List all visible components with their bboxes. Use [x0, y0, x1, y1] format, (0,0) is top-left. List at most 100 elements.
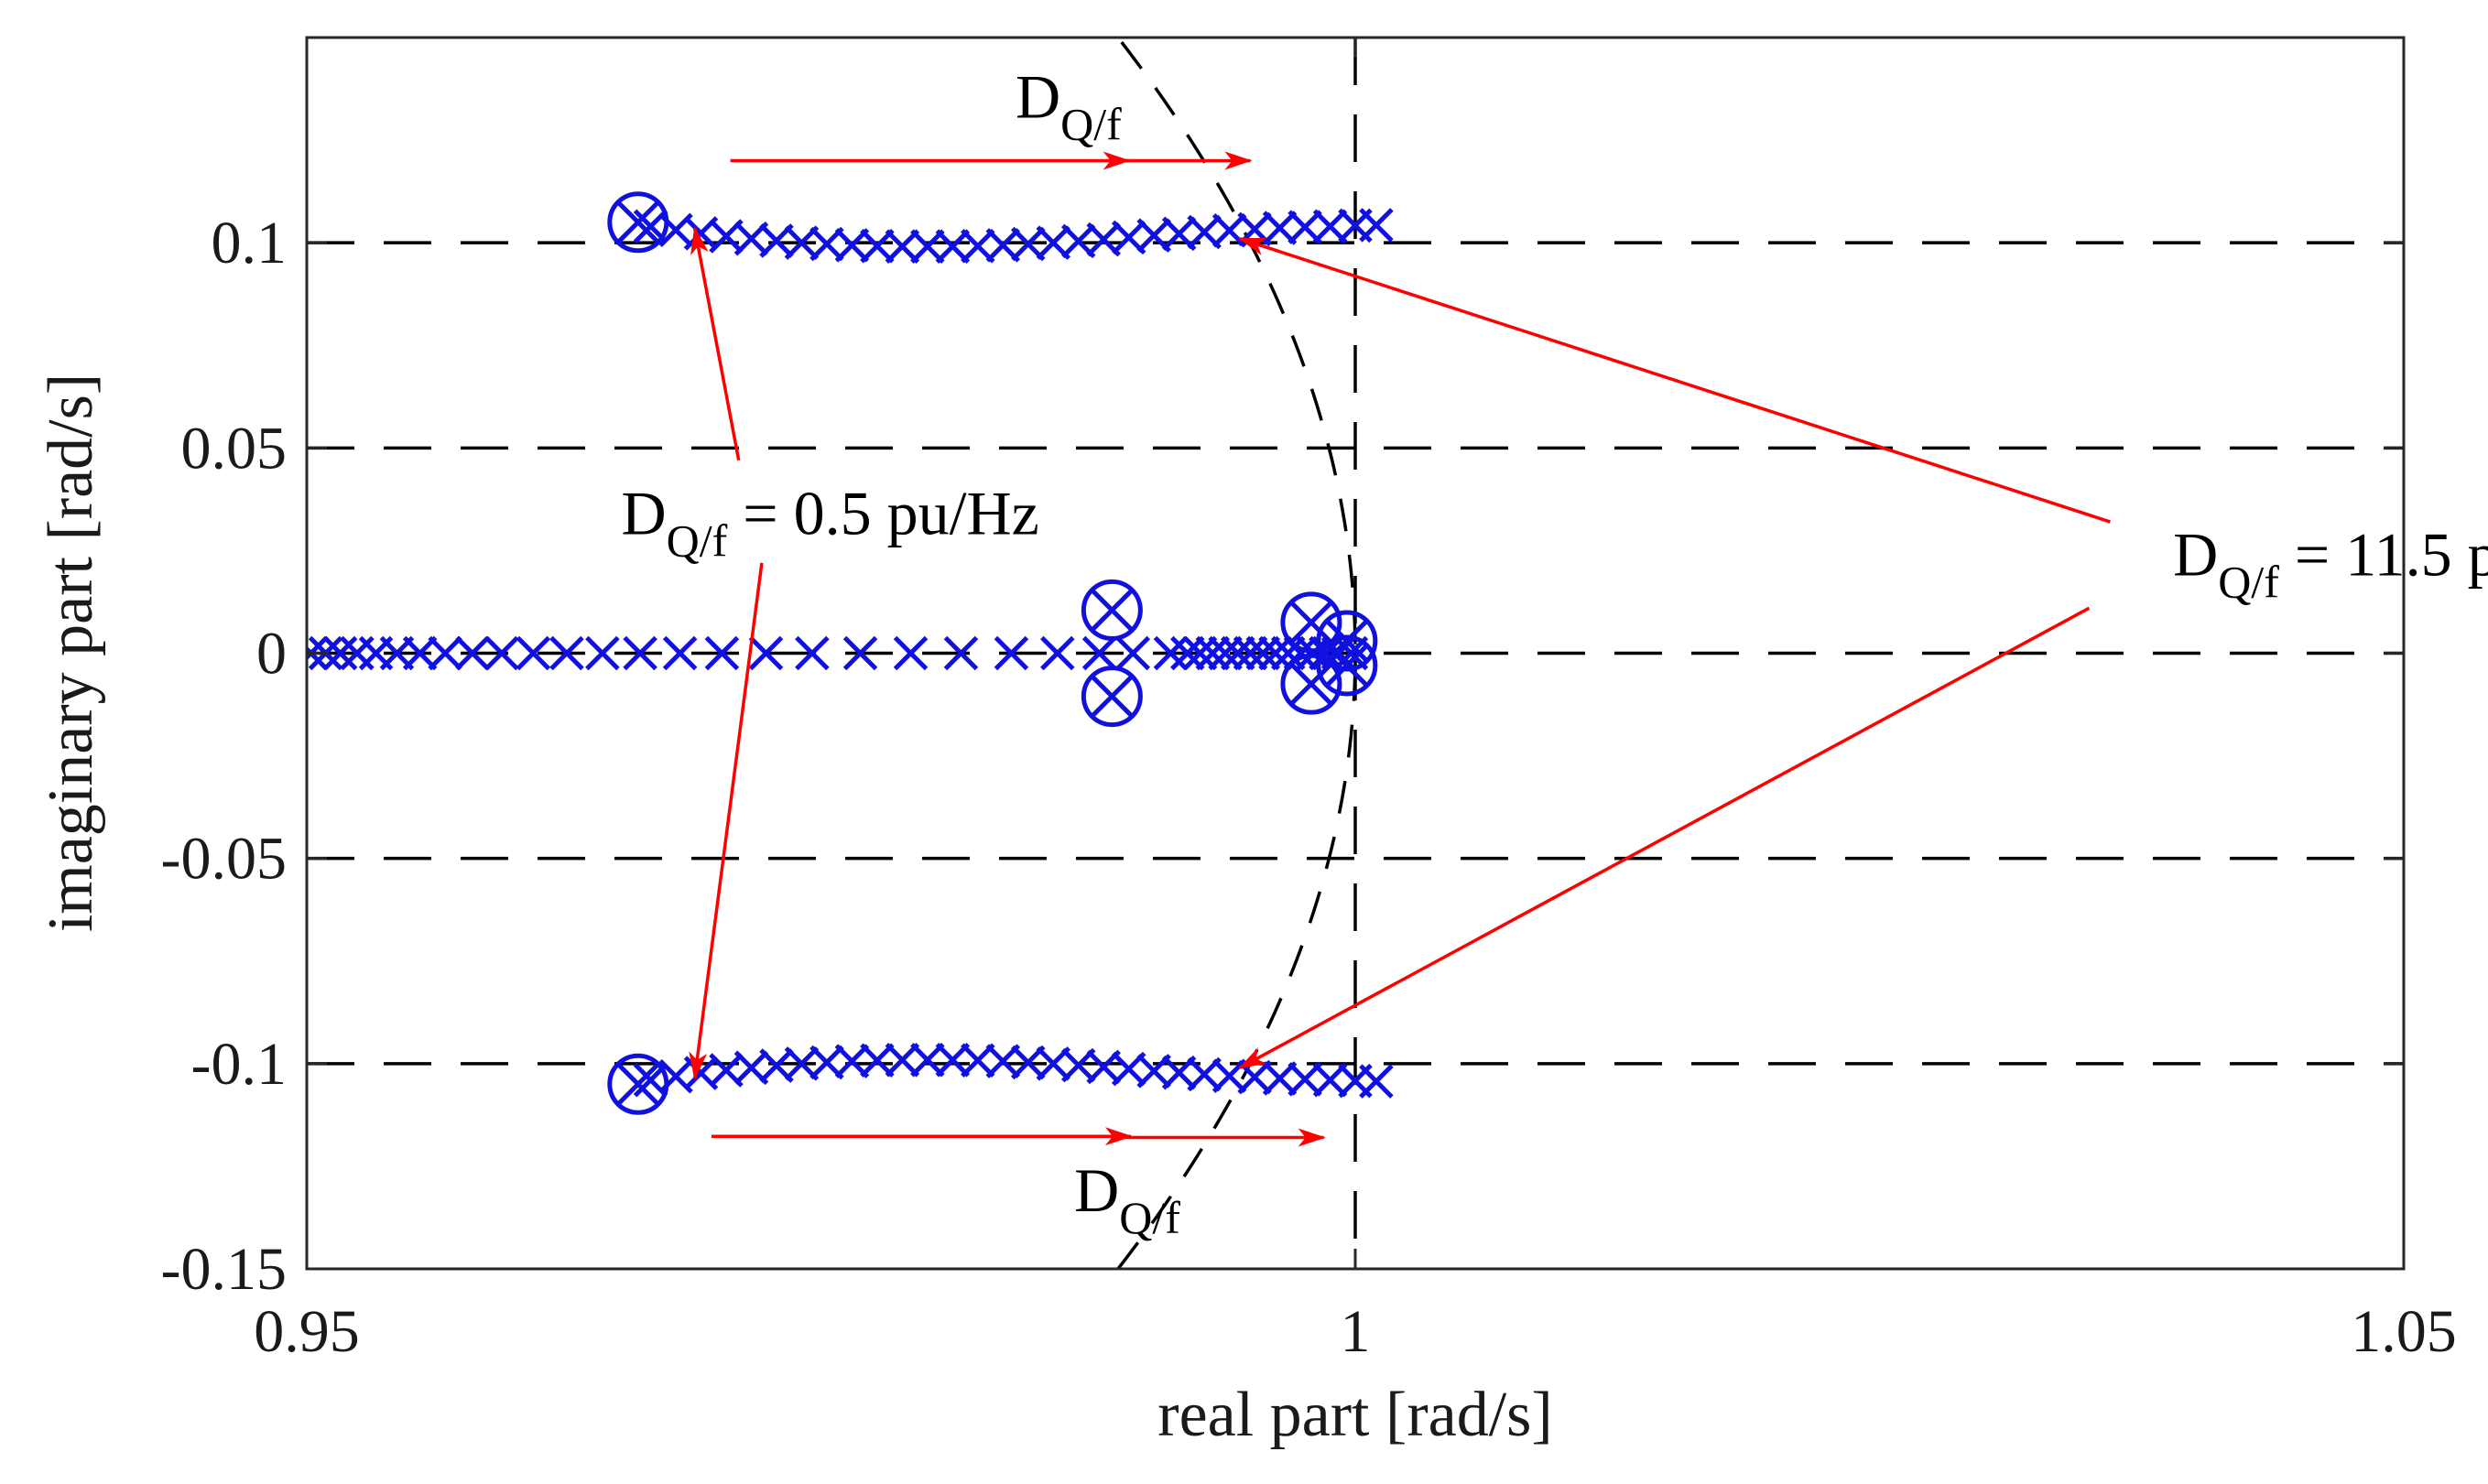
pole-circle-cross — [1326, 645, 1368, 687]
pole-circle-marker — [607, 191, 669, 254]
pole-x-marker — [455, 635, 490, 671]
pole-circle-marker — [1081, 666, 1143, 728]
pole-x-marker — [1245, 635, 1281, 671]
y-tick-label: 0.1 — [212, 210, 288, 276]
annotation-main: D — [2173, 519, 2218, 589]
annotation-suffix: = 11.5 pu/Hz — [2279, 519, 2488, 589]
y-tick-label: 0 — [256, 621, 287, 688]
pole-x-marker — [428, 635, 462, 671]
pole-x-marker — [322, 635, 358, 671]
pole-x-marker — [1195, 635, 1231, 671]
pole-x-marker — [1220, 635, 1255, 671]
pole-x-marker — [1258, 635, 1293, 671]
pole-x-marker — [1296, 635, 1331, 671]
pole-circle-marker — [1081, 579, 1143, 641]
annotation-main: D — [1016, 61, 1060, 131]
pole-x-marker — [1182, 635, 1218, 671]
annotation-label: DQ/f — [1016, 61, 1122, 149]
y-tick-label: -0.15 — [161, 1236, 287, 1303]
pole-x-marker — [748, 635, 784, 671]
pole-circle-ring — [1081, 579, 1143, 641]
annotation-subscript: Q/f — [2218, 556, 2279, 607]
pole-circle-marker — [607, 1053, 669, 1115]
pole-x-marker — [549, 635, 584, 671]
pole-x-marker — [943, 635, 979, 671]
y-tick-label: -0.05 — [161, 826, 287, 893]
pole-x-marker — [1170, 635, 1205, 671]
pole-x-marker — [910, 1043, 945, 1078]
pole-x-marker — [893, 635, 929, 671]
pole-x-marker — [885, 1043, 920, 1078]
pole-x-marker — [860, 228, 895, 264]
pole-x-marker — [1208, 635, 1243, 671]
pole-x-marker — [1312, 1063, 1348, 1098]
annotation-arrow — [689, 562, 764, 1080]
pole-circle-ring — [607, 1053, 669, 1115]
pole-circle-ring — [1316, 634, 1378, 697]
pole-x-marker — [1359, 1064, 1394, 1099]
annotation-subscript: Q/f — [667, 515, 728, 566]
pole-x-marker — [834, 228, 870, 263]
pole-x-marker — [961, 228, 995, 264]
annotation-main: D — [622, 478, 667, 547]
y-axis-title: imaginary part [rad/s] — [36, 374, 106, 932]
pole-circle-marker — [1316, 634, 1378, 697]
pole-circle-marker — [1280, 653, 1342, 715]
pole-x-marker — [1287, 1062, 1322, 1097]
pole-x-marker — [1262, 211, 1298, 245]
pole-x-marker — [910, 229, 945, 264]
pole-x-marker — [795, 635, 830, 671]
pole-x-marker — [1270, 635, 1306, 671]
pole-x-marker — [994, 635, 1029, 671]
pole-x-marker — [1287, 210, 1322, 244]
pole-x-marker — [1233, 635, 1268, 671]
pole-x-marker — [935, 1043, 971, 1078]
pole-x-marker — [402, 635, 438, 671]
x-tick-label: 1 — [1341, 1298, 1371, 1365]
x-axis-title: real part [rad/s] — [1157, 1380, 1552, 1450]
annotation-subscript: Q/f — [1060, 98, 1122, 149]
pole-x-marker — [834, 1044, 870, 1078]
annotation-suffix: = 0.5 pu/Hz — [727, 478, 1039, 547]
pole-x-marker — [1359, 208, 1394, 243]
y-tick-label: -0.1 — [191, 1031, 287, 1098]
pole-circle-ring — [1081, 666, 1143, 728]
annotation-arrows — [689, 151, 2111, 1147]
pole-x-marker — [1040, 635, 1075, 671]
pole-x-marker — [585, 635, 620, 671]
annotation-label: DQ/f = 0.5 pu/Hz — [622, 478, 1039, 566]
pole-x-marker — [842, 635, 878, 671]
pole-x-marker — [1081, 635, 1117, 671]
pole-circle-cross — [1091, 675, 1134, 718]
annotation-main: D — [1074, 1155, 1119, 1225]
pole-x-marker — [1312, 209, 1348, 244]
pole-circle-cross — [1290, 663, 1332, 705]
pole-x-marker — [1153, 635, 1189, 671]
pole-x-marker — [516, 635, 551, 671]
pole-circle-ring — [1280, 653, 1342, 715]
pole-x-marker — [662, 635, 698, 671]
annotation-arrow — [1238, 606, 2091, 1069]
pole-x-marker — [1115, 635, 1151, 671]
pole-circle-cross — [1091, 589, 1134, 632]
pole-circle-ring — [1316, 610, 1378, 672]
pole-circle-cross — [617, 1063, 659, 1106]
pole-circle-ring — [1280, 591, 1342, 654]
pole-circle-ring — [607, 191, 669, 254]
pole-x-marker — [484, 635, 519, 671]
annotation-subscript: Q/f — [1119, 1192, 1180, 1243]
axis-ticks: -0.15 -0.1 -0.05 0 0.05 0.1 0.95 1 1.05 — [161, 38, 2457, 1365]
annotation-label: DQ/f — [1074, 1155, 1180, 1243]
annotation-label: DQ/f = 11.5 pu/Hz — [2173, 519, 2488, 607]
annotation-arrow — [1238, 237, 2111, 524]
x-tick-label: 1.05 — [2351, 1298, 2457, 1365]
pole-circle-marker — [1280, 591, 1342, 654]
pole-x-marker — [935, 229, 971, 264]
pole-x-marker — [623, 635, 657, 671]
y-tick-label: 0.05 — [181, 415, 288, 482]
x-tick-label: 0.95 — [254, 1298, 360, 1365]
pole-x-marker — [1309, 635, 1343, 671]
